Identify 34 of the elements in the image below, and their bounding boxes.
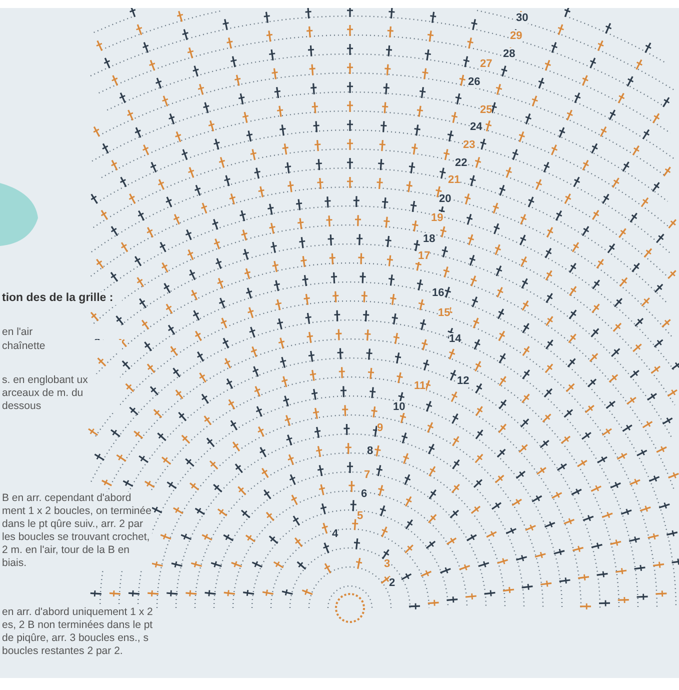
row-number: 6 — [361, 488, 368, 500]
row-number: 2 — [389, 577, 396, 589]
row-number: 11 — [414, 380, 426, 392]
instruction-text: en arr. d'abord uniquement 1 x 2 es, 2 B non terminées dans le pt de piqûre, arr. 3 boucles ens., s boucles restantes 2 par 2. — [2, 606, 154, 658]
row-number: 17 — [418, 250, 430, 262]
row-number: 24 — [470, 121, 482, 133]
row-number: 15 — [438, 307, 450, 319]
row-number: 14 — [449, 333, 462, 345]
row-number: 23 — [463, 139, 476, 151]
row-number: 10 — [393, 401, 406, 413]
row-number: 30 — [516, 12, 528, 24]
row-number: 5 — [357, 510, 364, 522]
row-number: 20 — [439, 193, 452, 205]
instruction-text: en l'air — [2, 326, 122, 339]
row-number: 9 — [377, 422, 384, 434]
row-number: 26 — [468, 76, 480, 88]
row-number: 18 — [423, 233, 436, 245]
row-number: 4 — [332, 528, 338, 540]
row-number: 7 — [364, 469, 370, 481]
instruction-text: chaînette — [2, 340, 122, 353]
legend-heading: tion des de la grille : — [2, 292, 122, 305]
row-number: 22 — [455, 157, 468, 169]
row-number: 21 — [448, 174, 460, 186]
row-number: 27 — [480, 58, 492, 70]
row-number: 12 — [457, 375, 470, 387]
instruction-text: s. en englobant ux arceaux de m. du dessous — [2, 374, 120, 413]
row-number: 28 — [503, 48, 516, 60]
row-number: 25 — [480, 104, 492, 116]
row-number: 8 — [367, 445, 374, 457]
instruction-text: B en arr. cependant d'abord ment 1 x 2 boucles, on terminée dans le pt qûre suiv., arr. 2 par les boucles se trouvant crochet, 2 m. en l'air, tour de la B en biais. — [2, 492, 152, 570]
row-number: 16 — [432, 287, 444, 299]
row-number: 3 — [384, 558, 390, 570]
row-number: 19 — [431, 212, 444, 224]
row-number: 29 — [510, 30, 522, 42]
